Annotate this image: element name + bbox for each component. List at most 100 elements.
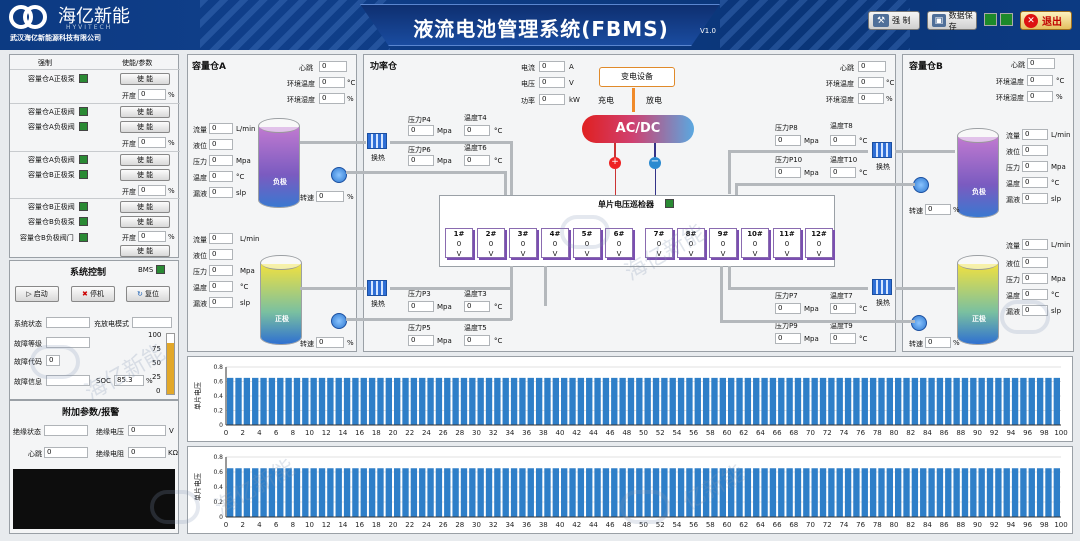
- force-checkbox[interactable]: [79, 170, 88, 179]
- pressure-label: 压力: [1006, 164, 1020, 172]
- x-tick-label: 28: [455, 521, 464, 529]
- charge-label: 充电: [598, 96, 614, 105]
- acdc-converter: AC/DC: [582, 115, 694, 143]
- x-tick-label: 54: [672, 429, 681, 437]
- bar: [769, 377, 777, 425]
- bar: [561, 377, 568, 425]
- enable-button[interactable]: 使 能: [120, 106, 170, 118]
- x-tick-label: 8: [291, 429, 295, 437]
- bar: [627, 377, 635, 425]
- flow-label: 流量: [1006, 132, 1020, 140]
- bar: [544, 377, 551, 425]
- pressure-p3-value: 0: [408, 301, 434, 312]
- force-checkbox[interactable]: [79, 107, 88, 116]
- bar: [1020, 377, 1027, 425]
- force-button[interactable]: ⚒强 制: [868, 11, 920, 30]
- bar: [869, 377, 877, 425]
- enable-button[interactable]: 使 能: [120, 73, 170, 85]
- force-checkbox[interactable]: [79, 202, 88, 211]
- cell-value: 0: [552, 240, 558, 248]
- force-checkbox[interactable]: [79, 74, 88, 83]
- enable-button[interactable]: 使 能: [120, 121, 170, 133]
- x-tick-label: 16: [355, 521, 364, 529]
- bar: [1053, 468, 1060, 517]
- insulation-state-label: 绝缘状态: [13, 428, 41, 436]
- divider: [10, 69, 180, 70]
- opening-input[interactable]: 0: [138, 231, 166, 242]
- bar: [1003, 377, 1010, 425]
- cell-value: 0: [488, 240, 494, 248]
- enable-button[interactable]: 使 能: [120, 169, 170, 181]
- force-checkbox[interactable]: [79, 155, 88, 164]
- enable-button[interactable]: 使 能: [120, 245, 170, 257]
- bar: [452, 468, 459, 517]
- cell-value: 0: [456, 240, 462, 248]
- leak-label: 漏液: [193, 300, 207, 308]
- opening-input[interactable]: 0: [138, 89, 166, 100]
- unit-label: slp: [236, 189, 247, 197]
- company-logo-icon: [9, 5, 47, 29]
- force-checkbox[interactable]: [79, 233, 88, 242]
- bar: [227, 377, 234, 425]
- start-button[interactable]: ▷ 启动: [15, 286, 59, 302]
- enable-button[interactable]: 使 能: [120, 201, 170, 213]
- power-cabin-title: 功率仓: [370, 62, 398, 72]
- header-bar: 海亿新能 HYVITECH 武汉海亿新能源科技有限公司 液流电池管理系统(FBM…: [0, 0, 1080, 50]
- env-temp-label: 环境温度: [826, 80, 854, 88]
- control-row-label: 容量仓B负极阀门: [20, 234, 74, 242]
- divider: [10, 103, 180, 104]
- y-axis-label: 单片电压: [193, 382, 202, 410]
- pump-icon: [913, 177, 929, 193]
- bar: [360, 468, 367, 517]
- unit-label: %: [347, 95, 354, 103]
- pump-speed-label: 转速: [909, 340, 923, 348]
- force-button-label: 强 制: [892, 16, 911, 25]
- stop-button[interactable]: ✖ 停机: [71, 286, 115, 302]
- bar: [335, 468, 342, 517]
- reset-button[interactable]: ↻ 复位: [126, 286, 170, 302]
- wrench-icon: ⚒: [873, 14, 889, 27]
- unit-label: °C: [240, 283, 249, 291]
- tank-label: 负极: [972, 188, 986, 196]
- temp-label: 温度: [1006, 180, 1020, 188]
- bar: [277, 377, 284, 425]
- bar: [1053, 377, 1060, 425]
- bar: [243, 377, 251, 425]
- unit-label: %: [347, 339, 354, 347]
- opening-input[interactable]: 0: [138, 185, 166, 196]
- enable-button[interactable]: 使 能: [120, 216, 170, 228]
- bar: [719, 468, 726, 517]
- save-button-label: 数据保存: [948, 10, 973, 31]
- force-checkbox[interactable]: [79, 122, 88, 131]
- x-tick-label: 84: [923, 429, 932, 437]
- cell-value: 0: [656, 240, 662, 248]
- bar: [895, 377, 902, 425]
- enable-button[interactable]: 使 能: [120, 154, 170, 166]
- bar: [945, 468, 952, 517]
- cell-unit: V: [488, 250, 494, 258]
- pressure-p10-value: 0: [775, 167, 801, 178]
- bms-status-led: [156, 265, 165, 274]
- heat-exchange-label: 换热: [371, 300, 385, 308]
- x-tick-label: 76: [856, 521, 865, 529]
- force-checkbox[interactable]: [79, 217, 88, 226]
- opening-input[interactable]: 0: [138, 137, 166, 148]
- exit-button[interactable]: ✕退出: [1020, 11, 1072, 30]
- temp-t3-label: 温度T3: [464, 290, 487, 298]
- x-tick-label: 68: [789, 429, 798, 437]
- x-tick-label: 40: [556, 429, 565, 437]
- x-tick-label: 60: [723, 521, 732, 529]
- env-temp-label: 环境温度: [996, 78, 1024, 86]
- save-data-button[interactable]: ▣数据保存: [927, 10, 977, 31]
- bar: [227, 468, 234, 517]
- env-humidity-label: 环境湿度: [826, 96, 854, 104]
- pressure-label: 压力: [193, 158, 207, 166]
- bar: [694, 468, 701, 517]
- bar: [260, 377, 267, 425]
- y-tick-label: 0.2: [213, 499, 223, 506]
- pressure-value: 0: [209, 155, 233, 166]
- x-tick-label: 2: [240, 521, 244, 529]
- pressure-p6-label: 压力P6: [408, 146, 431, 154]
- bar: [836, 468, 843, 517]
